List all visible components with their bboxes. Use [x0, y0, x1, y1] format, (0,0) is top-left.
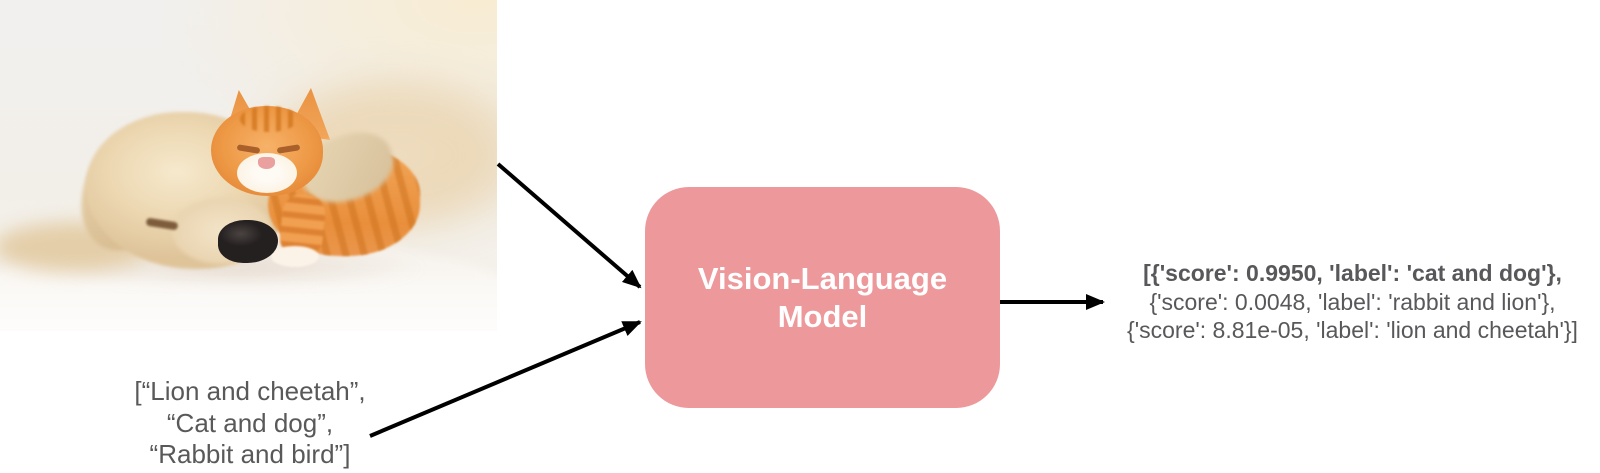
- model-box-label: Model: [777, 298, 868, 334]
- image-to-model-arrow: [496, 162, 642, 289]
- candidate-labels-text: [“Lion and cheetah”, “Cat and dog”, “Rab…: [80, 376, 420, 471]
- vision-language-model-box: Vision-Language Model: [645, 187, 1000, 408]
- output-score-line: {'score': 8.81e-05, 'label': 'lion and c…: [1127, 317, 1578, 343]
- model-box-label: Vision-Language: [697, 260, 948, 296]
- output-score-line: {'score': 0.0048, 'label': 'rabbit and l…: [1149, 288, 1556, 315]
- dog-nose-shape: [218, 220, 278, 263]
- kitten-paw-shape: [271, 246, 319, 267]
- candidate-labels-line: “Rabbit and bird”]: [149, 439, 351, 469]
- candidate-labels-line: [“Lion and cheetah”,: [134, 376, 366, 406]
- output-top-score-line: [{'score': 0.9950, 'label': 'cat and dog…: [1143, 260, 1562, 286]
- kitten-nose-shape: [258, 157, 275, 169]
- pet-photo-image: [0, 0, 497, 331]
- pipeline-output-text: [{'score': 0.9950, 'label': 'cat and dog…: [1104, 259, 1600, 345]
- candidate-labels-line: “Cat and dog”,: [166, 407, 334, 438]
- kitten-stripes-shape: [240, 106, 298, 132]
